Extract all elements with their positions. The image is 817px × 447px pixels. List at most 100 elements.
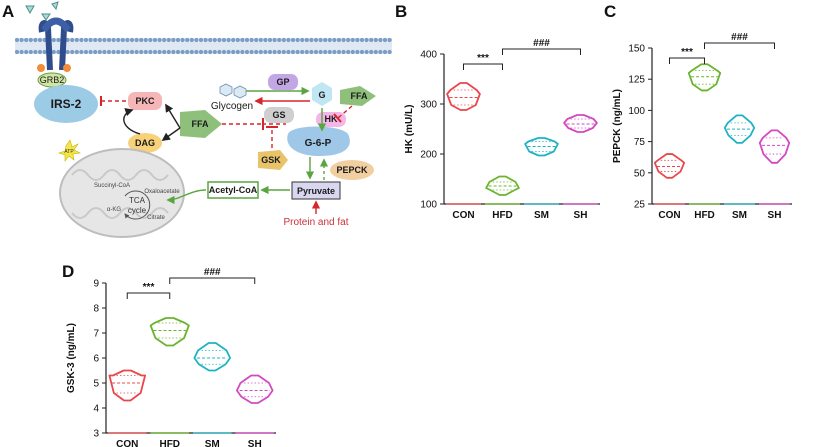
hk-label: HK xyxy=(325,114,338,124)
y-tick-label: 25 xyxy=(634,200,646,211)
insulin-ligand-icons xyxy=(25,1,59,21)
membrane-bead xyxy=(33,37,38,43)
membrane-bead xyxy=(235,37,240,43)
oxaloacetate-label: Oxaloacetate xyxy=(144,189,180,195)
pkc-label: PKC xyxy=(135,96,155,106)
membrane-bead xyxy=(346,37,351,43)
membrane-bead xyxy=(70,37,75,43)
atp-burst-icon xyxy=(58,139,81,162)
y-tick-label: 200 xyxy=(420,150,437,161)
tca-label-1: TCA xyxy=(129,196,146,205)
membrane-bead xyxy=(277,49,282,55)
membrane-bead xyxy=(19,37,24,43)
membrane-bead xyxy=(102,49,107,55)
panel-letter-d: D xyxy=(62,262,75,281)
membrane-bead xyxy=(24,49,29,55)
membrane-bead xyxy=(111,37,116,43)
y-tick-label: 100 xyxy=(628,106,645,117)
membrane-bead xyxy=(387,37,392,43)
membrane-bead xyxy=(106,37,112,43)
y-tick-label: 400 xyxy=(420,50,437,61)
membrane-bead xyxy=(88,49,93,55)
membrane-bead xyxy=(295,49,300,55)
membrane-bead xyxy=(244,37,250,43)
pkc-node xyxy=(128,92,162,110)
membrane-bead xyxy=(166,49,171,55)
membrane-bead xyxy=(116,37,121,43)
x-tick-label: SM xyxy=(205,439,220,447)
membrane-bead xyxy=(336,37,342,43)
membrane-bead xyxy=(373,49,378,55)
glucose-node xyxy=(312,82,332,106)
membrane-bead xyxy=(346,49,351,55)
panel-letter-b: B xyxy=(395,2,408,21)
pyruvate-label: Pyruvate xyxy=(297,186,335,196)
significance-label: ### xyxy=(204,267,221,278)
membrane-bead xyxy=(79,49,84,55)
membrane-bead xyxy=(28,49,33,55)
membrane-bead xyxy=(341,37,346,43)
membrane-bead xyxy=(300,37,305,43)
significance-bracket xyxy=(669,57,705,64)
significance-label: *** xyxy=(477,53,489,64)
membrane-bead xyxy=(152,49,158,55)
membrane-bead xyxy=(217,49,222,55)
membrane-bead xyxy=(152,37,158,43)
acetyl-coa-label: Acetyl-CoA xyxy=(209,185,258,195)
membrane-bead xyxy=(83,49,89,55)
membrane-bead xyxy=(244,49,250,55)
membrane-bead xyxy=(277,37,282,43)
gp-node xyxy=(268,74,298,90)
membrane-bead xyxy=(226,37,231,43)
violin-con xyxy=(653,153,686,179)
significance-bracket xyxy=(463,63,503,70)
membrane-bead xyxy=(198,49,204,55)
membrane-bead xyxy=(203,49,208,55)
membrane-bead xyxy=(231,37,236,43)
ffa-center-label: FFA xyxy=(192,119,209,129)
membrane-bead xyxy=(313,37,319,43)
glucose-label: G xyxy=(318,90,325,100)
acetyl-coa-node xyxy=(207,181,259,199)
membrane-bead xyxy=(231,49,236,55)
violin-sh xyxy=(758,129,791,164)
membrane-bead xyxy=(249,49,254,55)
membrane-bead xyxy=(198,37,204,43)
membrane-bead xyxy=(120,49,125,55)
membrane-bead xyxy=(290,49,296,55)
atp-label: ATP xyxy=(64,149,74,155)
membrane-bead xyxy=(33,49,38,55)
membrane-bead xyxy=(318,37,323,43)
membrane-bead xyxy=(304,49,309,55)
grb2-label: GRB2 xyxy=(40,75,65,85)
y-tick-label: 7 xyxy=(93,329,99,340)
x-tick-label: SH xyxy=(248,439,262,447)
membrane-bead xyxy=(267,37,273,43)
membrane-bead xyxy=(217,37,222,43)
x-tick-label: SM xyxy=(534,210,549,221)
y-tick-label: 4 xyxy=(93,404,99,415)
x-tick-label: CON xyxy=(452,210,474,221)
membrane-bead xyxy=(88,37,93,43)
y-tick-label: 9 xyxy=(93,279,99,290)
membrane-bead xyxy=(369,37,374,43)
membrane-bead xyxy=(42,49,47,55)
g6p-label: G-6-P xyxy=(305,138,332,149)
mitochondrion-icon xyxy=(59,148,185,238)
membrane-bead xyxy=(221,37,227,43)
membrane-bead xyxy=(194,49,199,55)
membrane-bead xyxy=(304,37,309,43)
membrane-bead xyxy=(263,37,268,43)
x-tick-label: HFD xyxy=(694,210,715,221)
membrane-bead xyxy=(309,37,314,43)
significance-label: ### xyxy=(731,32,748,43)
membrane-bead xyxy=(295,37,300,43)
pyruvate-node xyxy=(291,181,341,200)
membrane-bead xyxy=(171,37,176,43)
significance-bracket xyxy=(502,48,581,55)
membrane-bead xyxy=(19,49,24,55)
membrane-bead xyxy=(79,37,84,43)
cell-membrane xyxy=(14,37,392,55)
